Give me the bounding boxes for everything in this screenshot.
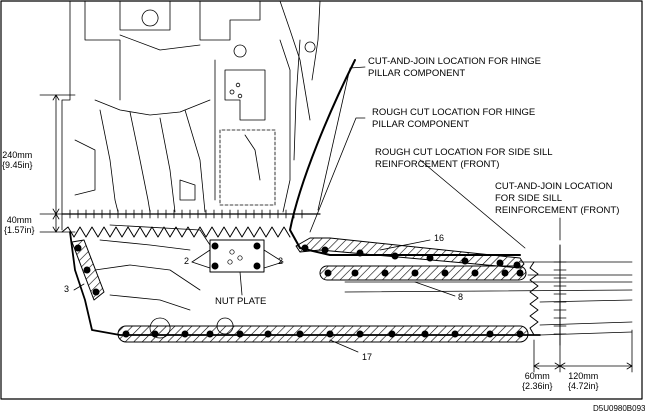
callout-sill-rough-cut: ROUGH CUT LOCATION FOR SIDE SILL REINFOR… (375, 147, 553, 171)
callout-hinge-cut-join: CUT-AND-JOIN LOCATION FOR HINGE PILLAR C… (368, 56, 541, 80)
figure-code: D5U0980B093 (593, 404, 645, 413)
callout-sill-cut-join-line2: FOR SIDE SILL (495, 193, 563, 204)
callout-sill-cut-join: CUT-AND-JOIN LOCATION FOR SIDE SILL REIN… (495, 181, 619, 217)
part-label-2-left: 2 (184, 256, 190, 266)
dimension-40mm-metric: 40mm (6, 215, 32, 225)
dimension-60mm-imperial: {2.36in} (522, 381, 553, 391)
callout-sill-rough-cut-line1: ROUGH CUT LOCATION FOR SIDE SILL (375, 147, 553, 158)
dimension-240mm: 240mm {9.45in} (2, 150, 33, 170)
dimension-120mm-imperial: {4.72in} (568, 381, 599, 391)
part-label-2-right: 2 (278, 256, 284, 266)
callout-sill-cut-join-line1: CUT-AND-JOIN LOCATION (495, 181, 613, 192)
door-opening-outline (289, 59, 521, 256)
leader-lines (73, 66, 561, 353)
dimension-60mm: 60mm {2.36in} (522, 371, 553, 391)
dimension-lines-bottom (533, 329, 633, 373)
part-label-3: 3 (64, 284, 70, 294)
dimension-40mm: 40mm {1.57in} (4, 215, 35, 235)
nut-plate-label: NUT PLATE (215, 296, 267, 307)
weld-band-8 (319, 265, 527, 281)
dimension-40mm-imperial: {1.57in} (4, 225, 35, 235)
callout-hinge-cut-join-line1: CUT-AND-JOIN LOCATION FOR HINGE (368, 56, 541, 67)
spot-welds (74, 242, 524, 338)
dimension-240mm-metric: 240mm (2, 150, 33, 160)
part-label-17: 17 (362, 352, 373, 362)
nut-plate-outline (209, 239, 265, 273)
callout-hinge-rough-cut: ROUGH CUT LOCATION FOR HINGE PILLAR COMP… (372, 107, 535, 131)
dimension-240mm-imperial: {9.45in} (2, 160, 33, 170)
callout-sill-cut-join-line3: REINFORCEMENT (FRONT) (495, 205, 620, 216)
sill-extension-lines (344, 261, 633, 336)
dimension-60mm-metric: 60mm (524, 371, 550, 381)
callout-sill-rough-cut-line2: REINFORCEMENT (FRONT) (375, 159, 500, 170)
weld-bands (71, 237, 529, 343)
part-label-8: 8 (458, 292, 464, 302)
dimension-120mm: 120mm {4.72in} (568, 371, 599, 391)
weld-band-17 (117, 325, 529, 343)
dimension-120mm-metric: 120mm (568, 371, 599, 381)
sill-rough-cut-zigzag (529, 261, 539, 336)
figure-frame (0, 0, 643, 400)
callout-hinge-rough-cut-line1: ROUGH CUT LOCATION FOR HINGE (372, 107, 536, 118)
part-label-16: 16 (434, 233, 445, 243)
rough-cut-zigzag (61, 226, 291, 238)
dimension-lines-left (39, 94, 76, 233)
callout-hinge-rough-cut-line2: PILLAR COMPONENT (372, 119, 470, 130)
callout-hinge-cut-join-line2: PILLAR COMPONENT (368, 68, 466, 79)
weld-band-16 (295, 237, 525, 269)
